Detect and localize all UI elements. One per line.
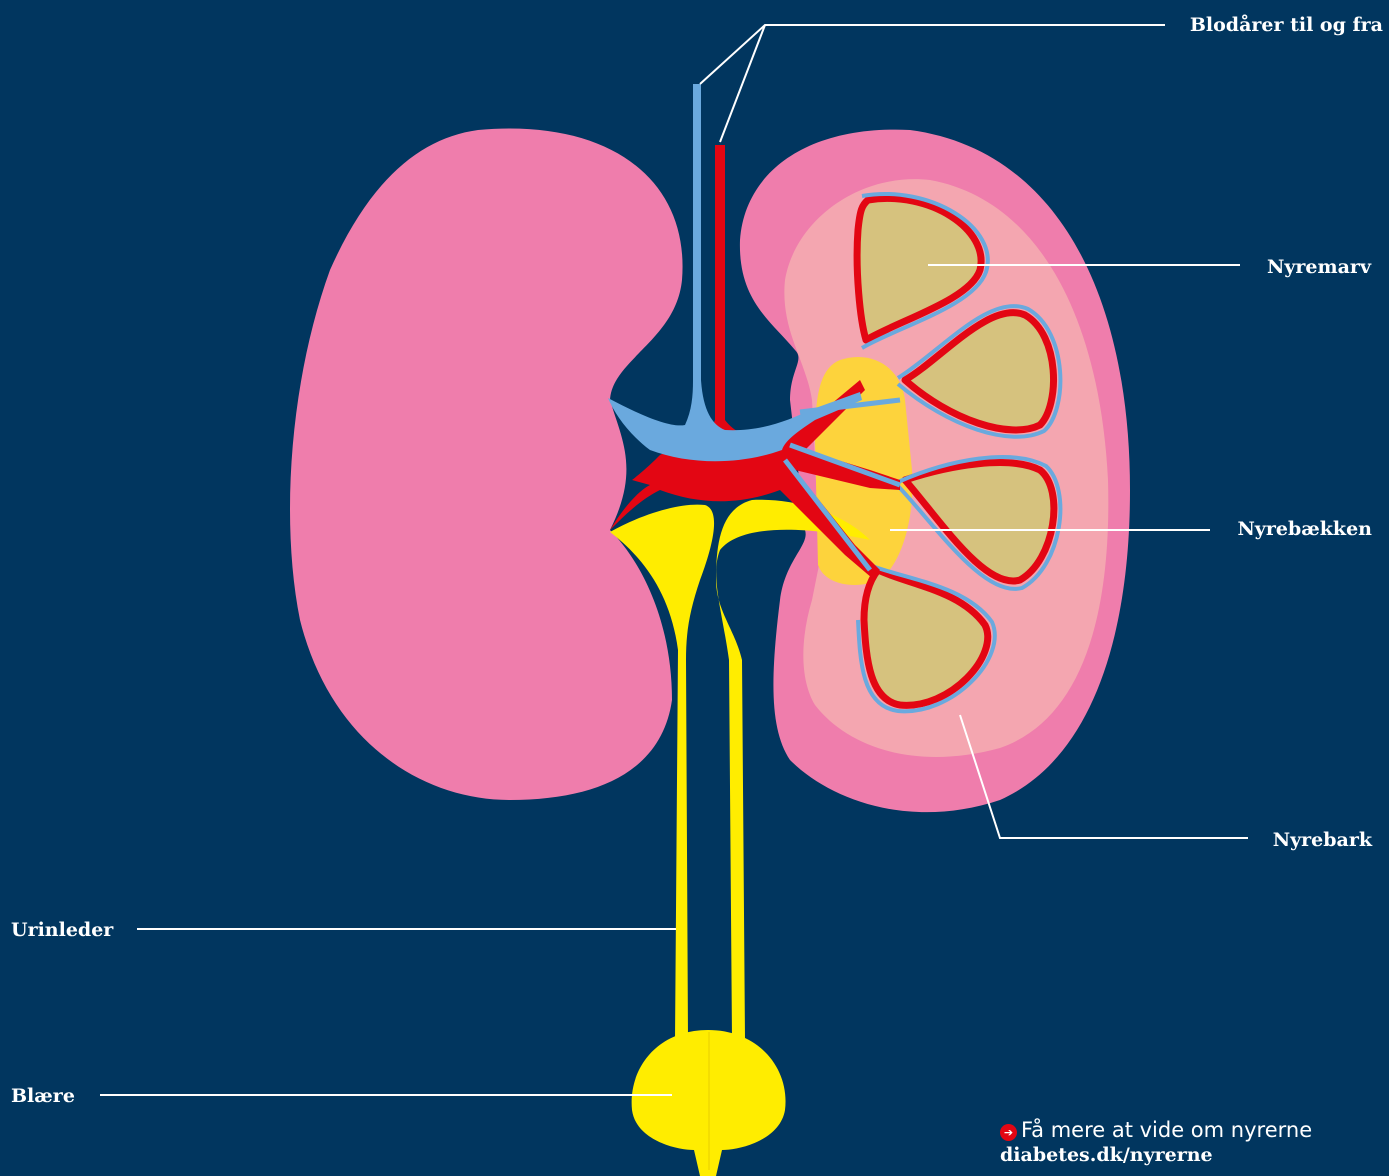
more-info-text: Få mere at vide om nyrerne: [1021, 1118, 1312, 1142]
label-ureter: Urinleder: [11, 919, 113, 941]
label-blood-vessels: Blodårer til og fra: [1190, 14, 1383, 36]
arrow-right-circle-icon: ➔: [1000, 1124, 1017, 1141]
left-kidney: [290, 129, 683, 800]
more-info-line: ➔Få mere at vide om nyrerne: [1000, 1117, 1312, 1143]
label-cortex: Nyrebark: [1273, 829, 1372, 851]
label-renal-pelvis: Nyrebækken: [1237, 518, 1372, 540]
more-info: ➔Få mere at vide om nyrerne diabetes.dk/…: [1000, 1117, 1312, 1167]
label-medulla: Nyremarv: [1267, 256, 1371, 278]
label-bladder: Blære: [11, 1085, 75, 1107]
more-info-link[interactable]: diabetes.dk/nyrerne: [1000, 1143, 1312, 1167]
